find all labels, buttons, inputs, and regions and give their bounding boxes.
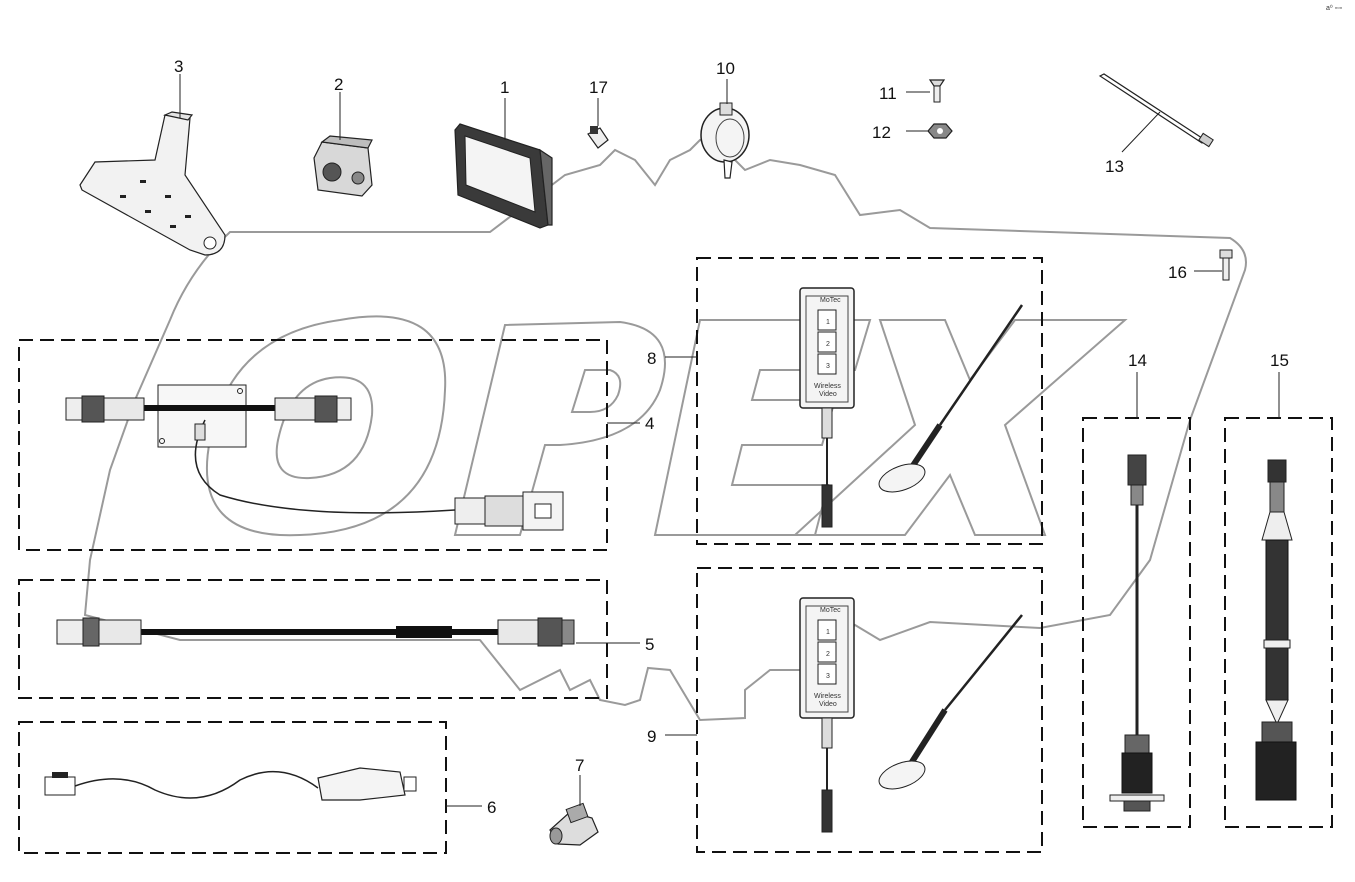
module-9-caption-2: Video — [819, 701, 837, 708]
callout-3: 3 — [174, 57, 183, 76]
callout-5: 5 — [645, 635, 654, 654]
part-wireless-module-8: MoTec 1 2 3 Wireless Video 8 — [647, 287, 1024, 528]
brand-label-8: MoTec — [820, 297, 841, 304]
part-mounting-bracket: 3 — [79, 57, 226, 256]
module-9-caption-1: Wireless — [814, 693, 841, 700]
part-camera: 2 — [313, 75, 373, 197]
callout-4: 4 — [645, 414, 654, 433]
part-harness-15: 15 — [1255, 351, 1297, 801]
module-9-btn2: 2 — [826, 651, 830, 658]
module-8-caption-1: Wireless — [814, 383, 841, 390]
group-box-8 — [696, 257, 1043, 545]
part-bolt-16: 16 — [1168, 249, 1233, 282]
callout-9: 9 — [647, 727, 656, 746]
part-connector-7: 7 — [549, 756, 599, 846]
callout-8: 8 — [647, 349, 656, 368]
group-box-6 — [18, 721, 447, 854]
brand-label-9: MoTec — [820, 607, 841, 614]
callout-15: 15 — [1270, 351, 1289, 370]
callout-12: 12 — [872, 123, 891, 142]
callout-10: 10 — [716, 59, 735, 78]
callout-1: 1 — [500, 78, 509, 97]
module-8-caption-2: Video — [819, 391, 837, 398]
part-power-adapter: 6 — [44, 767, 496, 817]
module-8-btn3: 3 — [826, 363, 830, 370]
part-nut-12: 12 — [872, 123, 953, 142]
part-screw-11: 11 — [879, 79, 946, 103]
callout-17: 17 — [589, 78, 608, 97]
group-box-5 — [18, 579, 608, 699]
module-9-btn3: 3 — [826, 673, 830, 680]
corner-mark: a⁰ ▫▫▫ — [1326, 4, 1342, 12]
callout-11: 11 — [879, 84, 897, 103]
part-cable-tie: 13 — [1098, 73, 1214, 176]
group-box-9 — [696, 567, 1043, 853]
callout-13: 13 — [1105, 157, 1124, 176]
callout-16: 16 — [1168, 263, 1187, 282]
callout-7: 7 — [575, 756, 584, 775]
module-8-btn1: 1 — [826, 319, 830, 326]
part-adapter-harness: 4 — [65, 384, 654, 531]
part-extension-cable: 5 — [56, 617, 654, 654]
part-cable-14: 14 — [1109, 351, 1165, 812]
module-9-btn1: 1 — [826, 629, 830, 636]
part-suction-mount: 10 — [700, 59, 750, 179]
callout-6: 6 — [487, 798, 496, 817]
part-clip: 17 — [587, 78, 609, 149]
callout-2: 2 — [334, 75, 343, 94]
module-8-btn2: 2 — [826, 341, 830, 348]
part-wireless-module-9: MoTec 1 2 3 Wireless Video 9 — [647, 597, 1023, 833]
group-box-4 — [18, 339, 608, 551]
part-monitor: 1 — [454, 78, 553, 229]
callout-14: 14 — [1128, 351, 1147, 370]
